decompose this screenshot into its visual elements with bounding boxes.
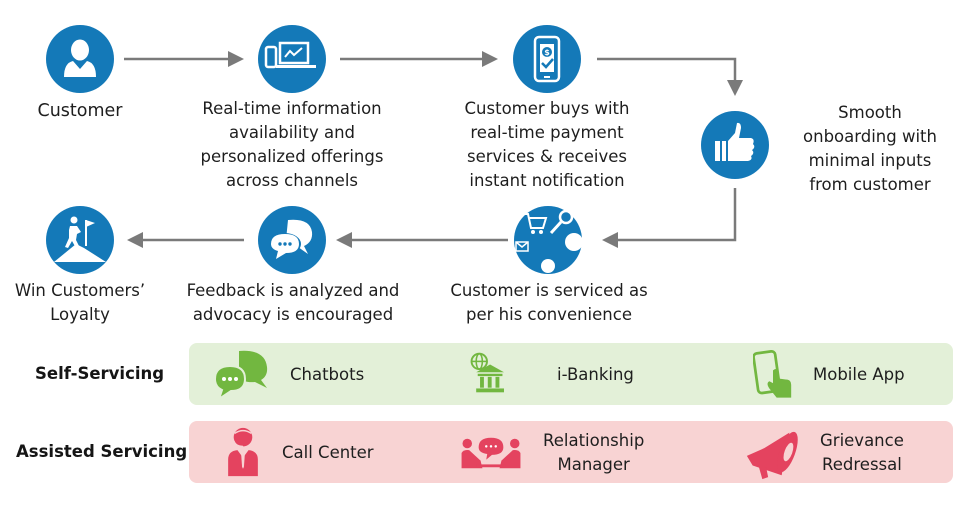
self-item-ibanking: i-Banking (557, 365, 634, 384)
assisted-servicing-label: Assisted Servicing (16, 442, 188, 461)
arrow-onboarding-to-serviced (616, 188, 737, 242)
customer-icon (64, 39, 96, 77)
assisted-item-call-center: Call Center (282, 443, 374, 462)
step-customer-circle (46, 25, 114, 93)
megaphone-icon (746, 431, 798, 480)
step-feedback-label: Feedback is analyzed and advocacy is enc… (186, 281, 400, 324)
step-onboarding-circle (701, 111, 769, 179)
mobile-app-icon (753, 349, 792, 398)
svg-text:$: $ (544, 48, 550, 57)
mountain-flag-icon (54, 216, 106, 262)
omnichannel-service-icon (515, 209, 582, 273)
step-info-circle (258, 25, 326, 93)
step-feedback-circle (258, 206, 326, 274)
step-serviced-label: Customer is serviced as per his convenie… (450, 281, 648, 324)
step-payment-circle: $ (513, 25, 581, 93)
step-serviced-circle (514, 206, 582, 274)
internet-banking-icon (470, 352, 504, 393)
step-info-label: Real-time information availability and p… (200, 99, 384, 190)
self-item-mobile-app: Mobile App (813, 365, 905, 384)
devices-chart-icon (264, 41, 316, 69)
self-servicing-label: Self-Servicing (35, 364, 165, 383)
step-customer-label: Customer (37, 101, 123, 121)
step-loyalty-label: Win Customers’ Loyalty (14, 281, 146, 324)
chatbot-icon (213, 350, 268, 401)
assisted-servicing-band (189, 421, 953, 483)
thumbs-up-icon (715, 122, 755, 161)
step-onboarding-label: Smooth onboarding with minimal inputs fr… (803, 103, 937, 194)
chat-bubbles-icon (269, 219, 313, 259)
mobile-payment-icon: $ (533, 35, 561, 83)
step-payment-label: Customer buys with real-time payment ser… (464, 99, 630, 190)
relationship-manager-icon (461, 437, 521, 469)
assisted-item-relationship-manager: Relationship Manager (543, 431, 645, 474)
arrow-payment-to-onboarding (597, 57, 737, 82)
assisted-item-grievance-redressal: Grievance Redressal (820, 431, 904, 474)
step-loyalty-circle (46, 206, 114, 274)
call-center-icon (228, 427, 258, 477)
self-item-chatbots: Chatbots (290, 365, 365, 384)
self-servicing-band (189, 343, 953, 405)
